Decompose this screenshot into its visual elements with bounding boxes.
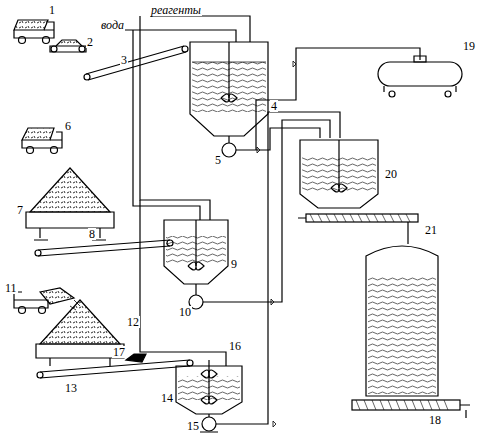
conveyor: [35, 240, 173, 256]
callout-number: 14: [160, 392, 174, 404]
callout-number: 4: [270, 100, 278, 112]
callout-number: 17: [112, 346, 126, 358]
screw-feeder: [352, 400, 470, 418]
storage-bunker: [36, 300, 124, 366]
callout-number: 1: [48, 4, 56, 16]
callout-number: 8: [88, 228, 96, 240]
callout-number: 5: [214, 154, 222, 166]
reactor-vessel: [366, 232, 438, 396]
storage-bunker: [26, 168, 114, 240]
mixing-tank: [164, 220, 228, 284]
callout-number: 2: [86, 36, 94, 48]
callout-number: 7: [16, 204, 24, 216]
mixing-tank: [176, 360, 242, 414]
screw-feeder: [298, 214, 418, 232]
pump: [222, 143, 236, 157]
callout-number: 6: [64, 120, 72, 132]
flow-label: вода: [100, 19, 125, 31]
callout-number: 9: [230, 258, 238, 270]
callout-number: 19: [462, 40, 476, 52]
callout-number: 21: [424, 224, 438, 236]
flow-label: реагенты: [150, 4, 202, 16]
conveyor: [84, 46, 188, 80]
weigher: [126, 354, 146, 362]
dump-truck: [14, 288, 80, 314]
mixing-tank: [300, 140, 378, 208]
callout-number: 20: [384, 168, 398, 180]
callout-number: 18: [428, 414, 442, 426]
rail-tank: [378, 56, 462, 97]
dump-truck: [14, 20, 54, 44]
callout-number: 3: [120, 54, 128, 66]
callout-number: 12: [126, 316, 140, 328]
callout-number: 16: [228, 340, 242, 352]
callout-number: 10: [178, 306, 192, 318]
callout-number: 15: [186, 420, 200, 432]
dump-truck: [22, 128, 62, 154]
pump: [202, 417, 216, 431]
callout-number: 11: [4, 282, 18, 294]
supply-pipes: [104, 16, 250, 366]
conveyor: [37, 360, 193, 378]
callout-number: 13: [64, 382, 78, 394]
feeder: [50, 40, 86, 52]
